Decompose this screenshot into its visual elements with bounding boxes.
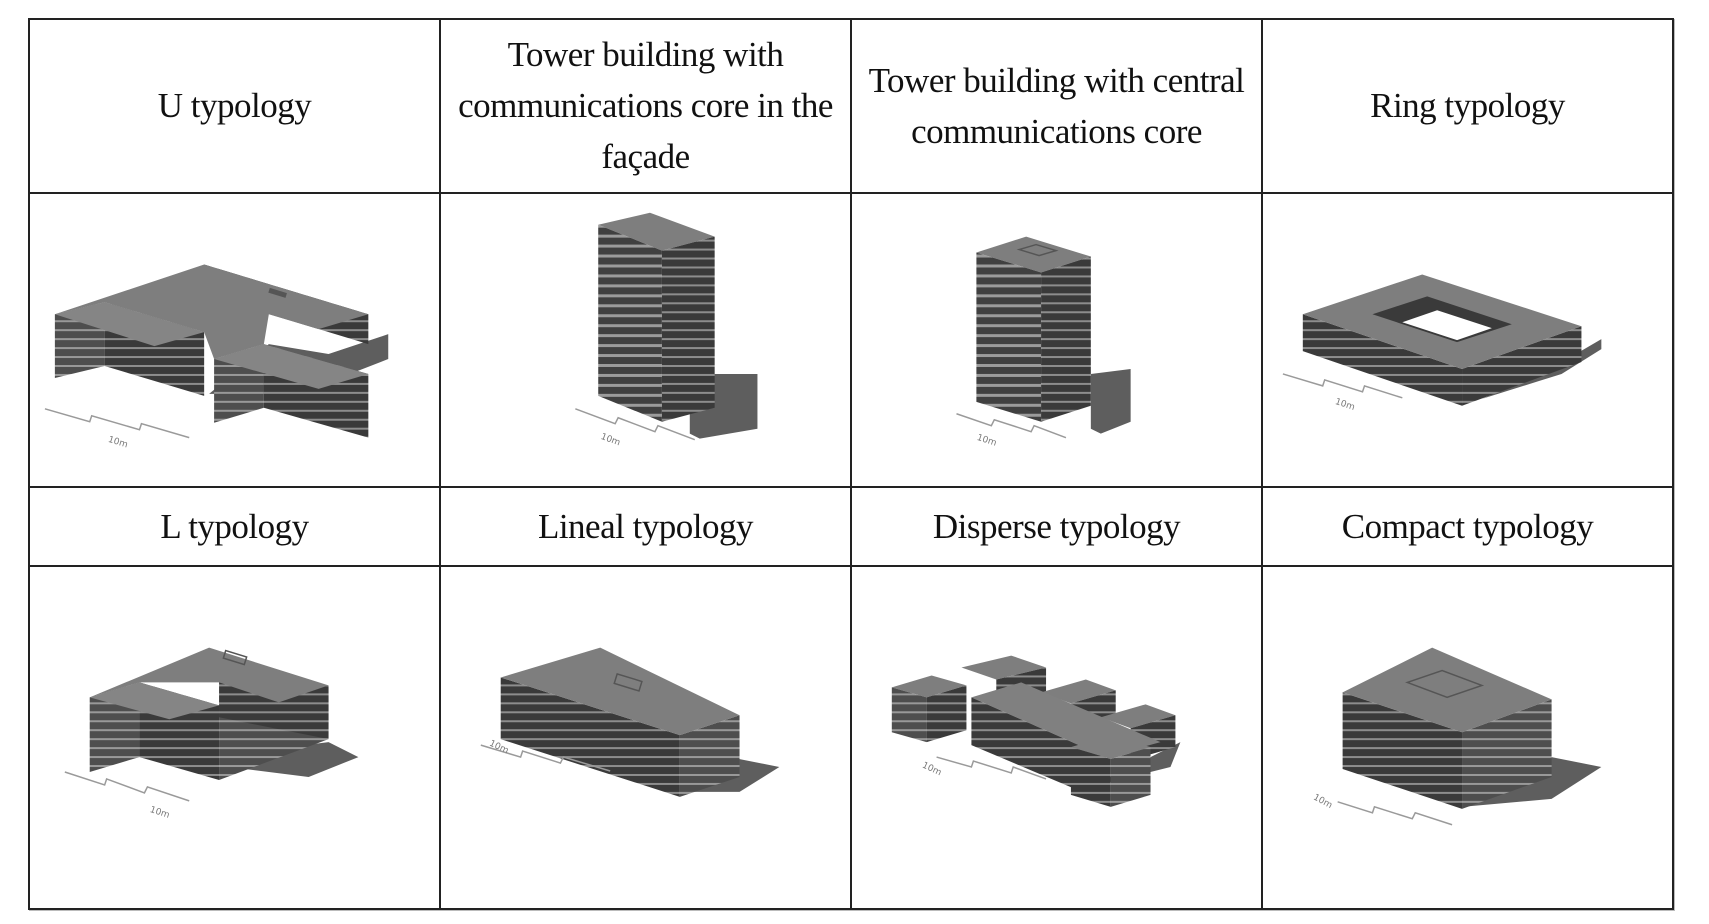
image-cell-u-typology: 10m xyxy=(28,191,441,489)
cell-label: Disperse typology xyxy=(932,506,1181,546)
image-cell-ring-typology: 10m xyxy=(1261,191,1674,489)
cell-label: Ring typology xyxy=(1370,86,1565,126)
svg-text:10m: 10m xyxy=(487,738,509,756)
svg-text:10m: 10m xyxy=(148,805,170,821)
image-cell-l-typology: 10m xyxy=(28,564,441,911)
cell-label: Compact typology xyxy=(1341,506,1594,546)
image-cell-disperse-typology: 10m xyxy=(850,564,1263,911)
lineal-typology-building-icon: 10m xyxy=(480,647,780,797)
svg-text:10m: 10m xyxy=(920,760,942,778)
tower-central-core-building-icon: 10m xyxy=(956,236,1131,449)
cell-label: Tower building with central communicatio… xyxy=(868,60,1245,151)
cell-label: Lineal typology xyxy=(537,506,754,546)
svg-text:10m: 10m xyxy=(107,435,129,450)
table-row: 10m 10m 10m xyxy=(28,191,1674,489)
svg-text:10m: 10m xyxy=(1311,792,1333,810)
disperse-typology-building-icon: 10m xyxy=(891,655,1181,807)
table-row: L typology Lineal typology Disperse typo… xyxy=(28,486,1674,567)
svg-text:10m: 10m xyxy=(975,433,997,449)
table-row: 10m 10m xyxy=(28,564,1674,911)
image-cell-compact-typology: 10m xyxy=(1261,564,1674,911)
cell-label: U typology xyxy=(157,86,312,126)
l-typology-building-icon: 10m xyxy=(64,647,359,821)
header-cell-u-typology: U typology xyxy=(28,18,441,194)
tower-facade-core-building-icon: 10m xyxy=(575,212,758,448)
typology-table: U typology Tower building with communica… xyxy=(28,18,1674,911)
image-cell-lineal-typology: 10m xyxy=(439,564,852,911)
header-cell-compact-typology: Compact typology xyxy=(1261,486,1674,567)
image-cell-tower-central-core: 10m xyxy=(850,191,1263,489)
u-typology-building-icon: 10m xyxy=(44,264,389,450)
svg-text:10m: 10m xyxy=(599,432,621,448)
cell-label: L typology xyxy=(160,506,309,546)
svg-text:10m: 10m xyxy=(1334,397,1356,413)
header-cell-ring-typology: Ring typology xyxy=(1261,18,1674,194)
header-cell-l-typology: L typology xyxy=(28,486,441,567)
table-row: U typology Tower building with communica… xyxy=(28,18,1674,194)
header-cell-tower-central-core: Tower building with central communicatio… xyxy=(850,18,1263,194)
cell-label: Tower building with communications core … xyxy=(458,35,833,177)
header-cell-tower-facade-core: Tower building with communications core … xyxy=(439,18,852,194)
ring-typology-building-icon: 10m xyxy=(1282,274,1602,413)
header-cell-disperse-typology: Disperse typology xyxy=(850,486,1263,567)
header-cell-lineal-typology: Lineal typology xyxy=(439,486,852,567)
image-cell-tower-facade-core: 10m xyxy=(439,191,852,489)
compact-typology-building-icon: 10m xyxy=(1311,647,1602,826)
